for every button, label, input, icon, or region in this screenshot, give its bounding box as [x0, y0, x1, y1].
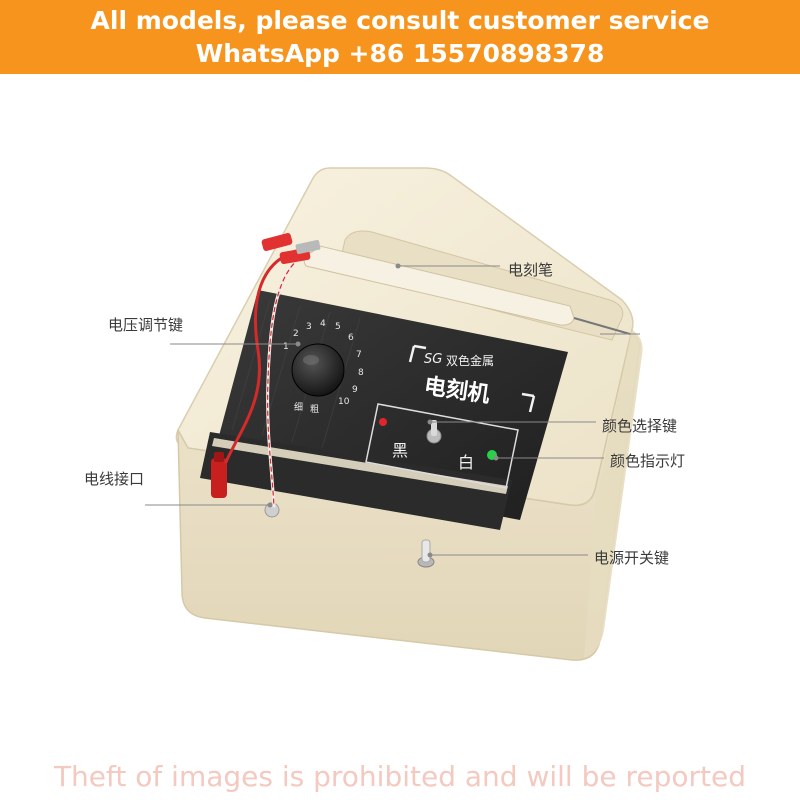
banner-line-1: All models, please consult customer serv…	[90, 6, 710, 35]
color-right-label: 白	[458, 453, 474, 472]
device-right-side	[584, 330, 643, 658]
callout-power-switch: 电源开关键	[594, 549, 670, 567]
dial-tick: 2	[293, 329, 299, 339]
product-photo: 1 2 3 4 5 6 7 8 9 10 细 粗 SG 双色金属 电刻机	[145, 167, 643, 661]
device-subtitle: 双色金属	[446, 353, 494, 368]
callout-dot	[427, 552, 433, 558]
callout-dot	[395, 263, 401, 269]
wire-port-red[interactable]	[211, 458, 227, 498]
dial-tick: 5	[335, 322, 341, 332]
voltage-knob[interactable]	[291, 343, 345, 397]
banner-line-2: WhatsApp +86 15570898378	[195, 39, 605, 68]
dial-tick: 8	[358, 368, 364, 378]
callout-dot	[493, 455, 499, 461]
color-select-frame	[365, 403, 519, 489]
callout-voltage-knob: 电压调节键	[108, 316, 184, 334]
device-brand: SG	[424, 352, 442, 367]
title-bracket	[408, 344, 536, 413]
panel-lower-stripe	[212, 438, 508, 494]
dial-tick: 7	[356, 350, 362, 360]
alligator-clip	[261, 232, 321, 265]
callout-lines	[145, 265, 640, 556]
dial-tick: 3	[306, 322, 312, 332]
cable	[224, 248, 308, 508]
dial-low-label: 细	[294, 401, 303, 413]
callout-dot	[295, 341, 301, 347]
dial-tick: 4	[320, 319, 326, 329]
promo-banner: All models, please consult customer serv…	[0, 0, 800, 74]
color-select-toggle[interactable]	[426, 420, 442, 444]
callout-color-select: 颜色选择键	[602, 417, 678, 435]
callout-pen: 电刻笔	[508, 261, 554, 279]
callout-wire-port: 电线接口	[84, 470, 145, 488]
callout-dot	[427, 419, 433, 425]
callout-color-indicator: 颜色指示灯	[610, 452, 686, 470]
theft-warning: Theft of images is prohibited and will b…	[53, 760, 747, 793]
dial-tick: 10	[338, 397, 350, 407]
dial-tick: 1	[283, 342, 289, 352]
dial-high-label: 粗	[310, 403, 319, 415]
dial-tick: 6	[348, 333, 354, 343]
color-left-label: 黑	[392, 441, 408, 460]
red-indicator-light	[379, 418, 387, 426]
dial-tick: 9	[352, 385, 358, 395]
callout-dot	[267, 502, 273, 508]
voltage-dial: 1 2 3 4 5 6 7 8 9 10 细 粗	[283, 319, 364, 415]
engraving-machine: 1 2 3 4 5 6 7 8 9 10 细 粗 SG 双色金属 电刻机	[175, 167, 643, 661]
